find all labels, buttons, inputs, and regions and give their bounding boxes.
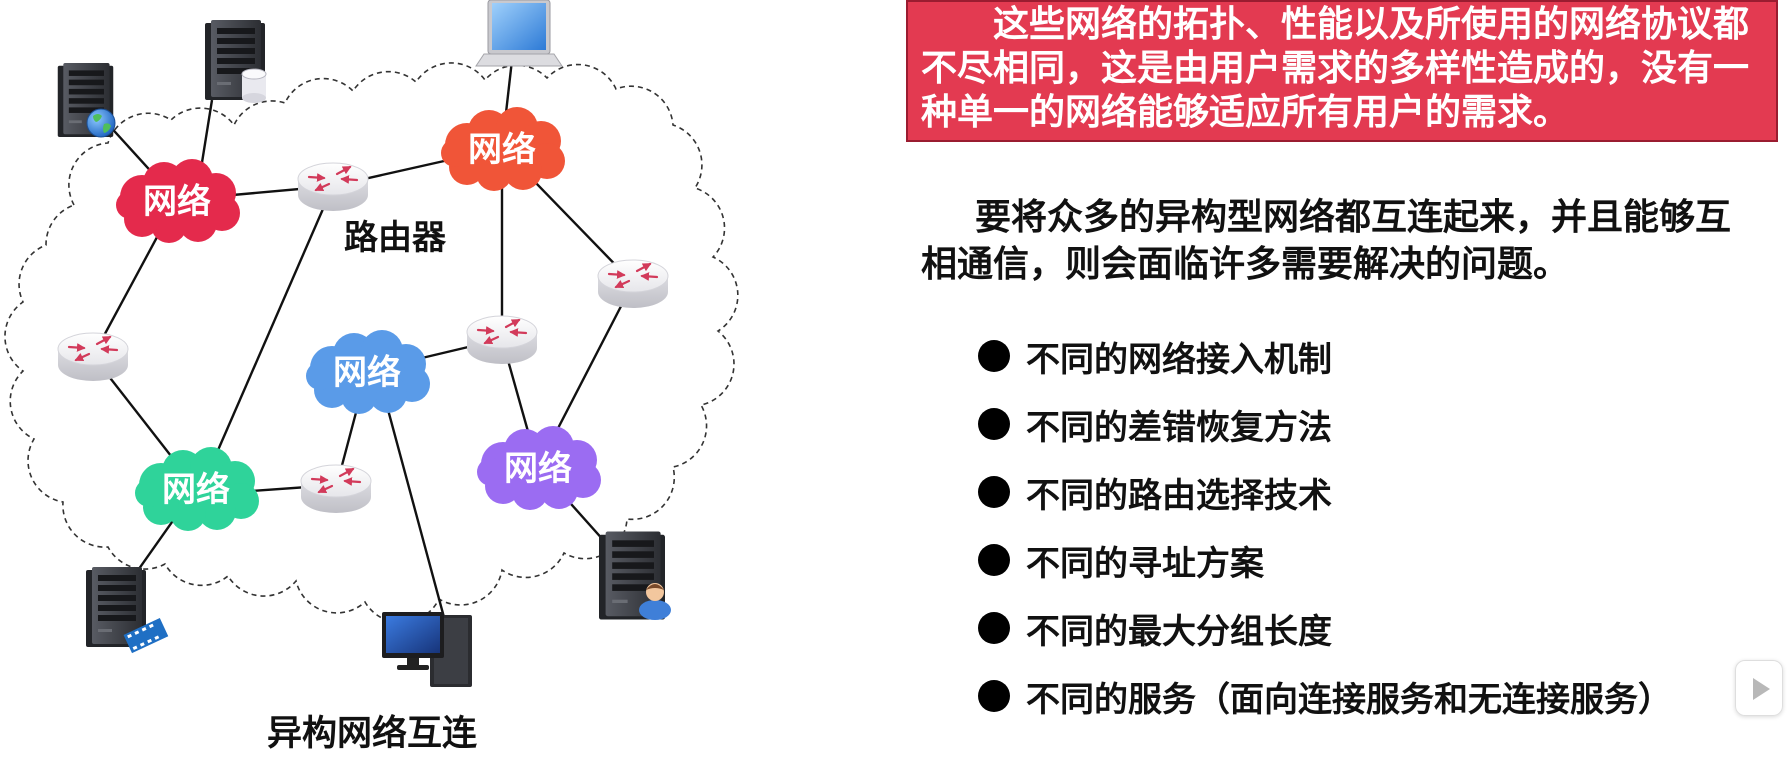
router-1 bbox=[298, 163, 368, 211]
diagram-caption: 异构网络互连 bbox=[267, 713, 477, 754]
bullet-icon bbox=[978, 544, 1010, 576]
network-label: 网络 bbox=[162, 470, 230, 510]
router-2 bbox=[58, 333, 128, 381]
play-triangle-icon bbox=[1753, 678, 1770, 700]
callout-line: 这些网络的拓扑、性能以及所使用的网络协议都 bbox=[993, 4, 1750, 45]
play-button-icon[interactable] bbox=[1735, 660, 1783, 716]
list-item: 不同的差错恢复方法 bbox=[978, 390, 1672, 458]
list-item: 不同的路由选择技术 bbox=[978, 458, 1672, 526]
list-item-label: 不同的服务（面向连接服务和无连接服务） bbox=[1026, 679, 1672, 720]
list-item: 不同的服务（面向连接服务和无连接服务） bbox=[978, 662, 1672, 730]
network-label: 网络 bbox=[504, 449, 572, 489]
intro-line: 要将众多的异构型网络都互连起来，并且能够互 bbox=[975, 197, 1732, 238]
bullet-icon bbox=[978, 476, 1010, 508]
bullet-icon bbox=[978, 680, 1010, 712]
router-4 bbox=[598, 260, 668, 308]
connection-line bbox=[203, 185, 335, 481]
list-item-label: 不同的网络接入机制 bbox=[1026, 339, 1332, 380]
intro-line: 相通信，则会面临许多需要解决的问题。 bbox=[921, 244, 1570, 285]
callout-line: 不尽相同，这是由用户需求的多样性造成的，没有一 bbox=[921, 48, 1750, 89]
server-user-icon bbox=[599, 531, 671, 620]
list-item-label: 不同的寻址方案 bbox=[1026, 543, 1264, 584]
laptop-icon bbox=[475, 0, 563, 67]
list-item-label: 不同的路由选择技术 bbox=[1026, 475, 1332, 516]
bullet-icon bbox=[978, 340, 1010, 372]
server-film-icon bbox=[86, 567, 169, 654]
list-item: 不同的寻址方案 bbox=[978, 526, 1672, 594]
list-item-label: 不同的差错恢复方法 bbox=[1026, 407, 1332, 448]
intro-paragraph: 要将众多的异构型网络都互连起来，并且能够互 相通信，则会面临许多需要解决的问题。 bbox=[921, 194, 1731, 288]
callout-line: 种单一的网络能够适应所有用户的需求。 bbox=[921, 92, 1570, 133]
network-label: 网络 bbox=[333, 353, 401, 393]
network-label: 网络 bbox=[468, 130, 536, 170]
callout-box: 这些网络的拓扑、性能以及所使用的网络协议都 不尽相同，这是由用户需求的多样性造成… bbox=[906, 0, 1778, 142]
internet-cloud-outline bbox=[4, 62, 739, 624]
issue-list: 不同的网络接入机制 不同的差错恢复方法 不同的路由选择技术 不同的寻址方案 不同… bbox=[978, 322, 1672, 730]
list-item: 不同的最大分组长度 bbox=[978, 594, 1672, 662]
list-item: 不同的网络接入机制 bbox=[978, 322, 1672, 390]
bullet-icon bbox=[978, 612, 1010, 644]
connection-line bbox=[378, 379, 447, 622]
desktop-pc-icon bbox=[382, 612, 472, 687]
server-database-icon bbox=[205, 20, 267, 103]
server-globe-icon bbox=[57, 63, 116, 138]
network-label: 网络 bbox=[143, 182, 211, 222]
router-5 bbox=[301, 465, 371, 513]
network-diagram: 网络 网络 网络 网络 网络 路由器 异构网络互连 bbox=[4, 0, 739, 754]
router-3 bbox=[467, 316, 537, 364]
bullet-icon bbox=[978, 408, 1010, 440]
router-label: 路由器 bbox=[344, 218, 447, 258]
list-item-label: 不同的最大分组长度 bbox=[1026, 611, 1332, 652]
